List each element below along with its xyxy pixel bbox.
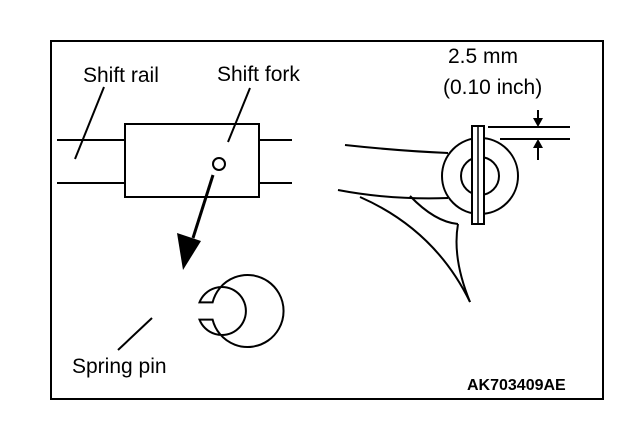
shift-rail <box>57 139 292 184</box>
spring-pin-label: Spring pin <box>72 355 167 378</box>
spring-pin <box>198 274 285 348</box>
figure-frame <box>50 40 604 400</box>
spring-pin-leader <box>117 317 153 351</box>
dimension-arrow-up <box>533 139 543 148</box>
spring-pin-hole <box>212 157 226 171</box>
shift-rail-label: Shift rail <box>83 64 159 87</box>
figure-code: AK703409AE <box>467 377 566 394</box>
dimension-mm-label: 2.5 mm <box>448 45 518 68</box>
shift-fork-leader <box>227 87 251 143</box>
removal-arrow-shaft <box>191 174 215 239</box>
fork-outline <box>337 144 471 303</box>
dimension-inch-label: (0.10 inch) <box>443 76 542 99</box>
removal-arrow-head <box>177 233 201 270</box>
shift-rail-leader <box>74 86 105 160</box>
shift-fork-label: Shift fork <box>217 63 300 86</box>
shift-fork-body <box>124 123 260 198</box>
dimension-arrow-down <box>533 118 543 127</box>
dimension-markers <box>488 110 570 160</box>
